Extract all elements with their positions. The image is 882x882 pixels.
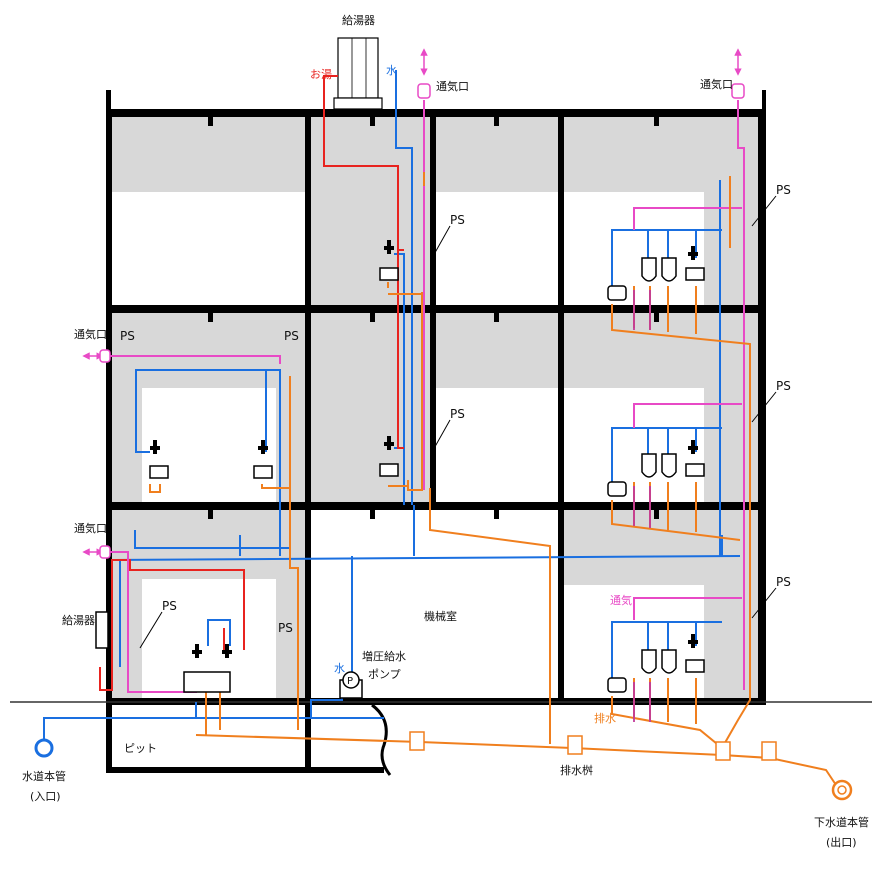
- sewer-main-label-2: (出口): [826, 835, 857, 849]
- ps-label-3f-right: PS: [776, 183, 791, 197]
- fixtures: P: [95, 240, 705, 699]
- drain-basin-label: 排水桝: [560, 763, 593, 777]
- vent-arrows: [82, 48, 742, 556]
- water-supply-pipes: [43, 70, 741, 748]
- vent-outlet-label-1f: 通気口: [74, 521, 107, 535]
- machine-room-label: 機械室: [424, 609, 457, 623]
- pit-boundary: [371, 703, 392, 776]
- ps-leaders: [139, 195, 777, 649]
- ps-label-1f-left-b: PS: [278, 621, 293, 635]
- drain-basins: [409, 731, 777, 761]
- rooftop-heater-label: 給湯器: [342, 13, 375, 27]
- drain-small-label: 排水: [594, 711, 616, 725]
- pump-symbol: P: [347, 676, 353, 687]
- ps-label-3f-center: PS: [450, 213, 465, 227]
- labels: 給湯器 お湯 水 通気口 通気口 通気口 通気口 PS PS PS PS PS …: [22, 13, 869, 849]
- water-main-icon: [34, 738, 54, 758]
- urinal-branch-pipes: [633, 290, 651, 722]
- side-heater-label: 給湯器: [62, 613, 95, 627]
- vent-outlet-label-2f: 通気口: [74, 327, 107, 341]
- vent-outlet-label-center: 通気口: [436, 79, 469, 93]
- ps-label-2f-left-a: PS: [120, 329, 135, 343]
- hot-water-label: お湯: [310, 68, 332, 81]
- booster-pump-label-1: 増圧給水: [362, 649, 406, 663]
- water-main-label-1: 水道本管: [22, 769, 66, 783]
- vent-pipes: [100, 100, 745, 693]
- booster-pump-label-2: ポンプ: [368, 668, 401, 681]
- ps-label-2f-right: PS: [776, 379, 791, 393]
- vent-caps: [99, 83, 745, 559]
- water-main-label-2: (入口): [30, 790, 61, 803]
- ps-label-1f-left: PS: [162, 599, 177, 613]
- rooftop-water-heater: [333, 37, 383, 110]
- vent-small-label: 通気: [610, 593, 632, 607]
- ps-label-1f-right: PS: [776, 575, 791, 589]
- sewer-main-label-1: 下水道本管: [814, 815, 869, 829]
- sewer-main-icon: [831, 779, 853, 801]
- water-label-pump: 水: [334, 662, 345, 675]
- vent-outlet-label-right: 通気口: [700, 77, 733, 91]
- ps-label-2f-center: PS: [450, 407, 465, 421]
- ps-label-2f-left-b: PS: [284, 329, 299, 343]
- water-label-roof: 水: [386, 64, 397, 77]
- hot-water-pipes: [99, 75, 404, 691]
- pit-label: ピット: [124, 742, 157, 755]
